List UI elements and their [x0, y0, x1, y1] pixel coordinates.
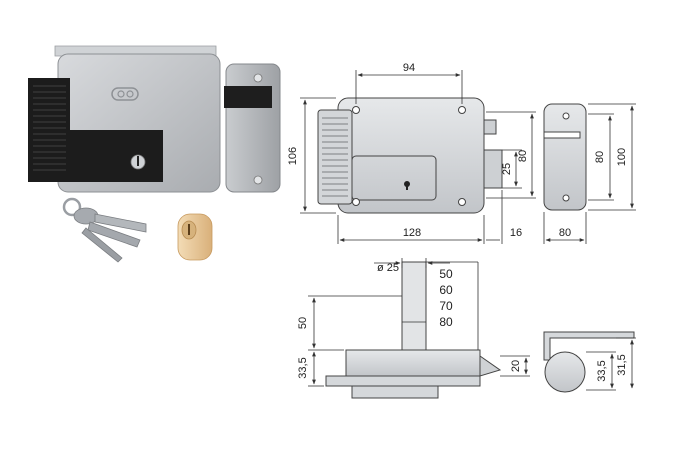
cylinder	[177, 213, 213, 261]
dim-cylinder-diameter: ø 25	[377, 262, 399, 274]
front-bolt	[483, 149, 503, 189]
dim-striker-width: 80	[559, 227, 571, 239]
keyhole-icon	[137, 156, 139, 166]
top-cylinder	[401, 261, 427, 351]
striker-plate	[225, 63, 281, 193]
dim-side-striker-inner: 33,5	[596, 360, 608, 381]
front-grille	[317, 109, 353, 205]
dim-front-height-left: 106	[287, 147, 299, 165]
dim-cylinder-length-2: 60	[439, 283, 453, 297]
striker-view-drawing: 80 100 80	[543, 103, 636, 244]
front-keyhole-slot	[406, 184, 408, 190]
front-screw-tr	[458, 106, 466, 114]
dim-top-base-left: 33,5	[297, 357, 309, 378]
side-striker-drawing: 33,5 31,5	[543, 331, 636, 393]
product-photo	[28, 45, 281, 263]
dim-front-width-bottom: 128	[403, 227, 421, 239]
dim-top-bolt-right: 20	[510, 360, 522, 372]
dim-side-striker-outer: 31,5	[616, 354, 628, 375]
dim-cylinder-length-1: 50	[439, 267, 453, 281]
dim-front-width-top: 94	[403, 62, 415, 74]
top-bolt	[479, 355, 502, 377]
top-view-drawing: ø 25 50 60 70 80 50 33,5 20	[297, 258, 530, 399]
dim-striker-inner: 80	[594, 151, 606, 163]
front-latch	[483, 119, 497, 135]
side-striker-bracket	[543, 331, 635, 361]
front-screw-br	[458, 198, 466, 206]
front-screw-tl	[352, 106, 360, 114]
striker-screw-bottom	[253, 175, 263, 185]
front-grille-ribs	[322, 117, 348, 197]
top-mount	[351, 385, 439, 399]
striker-screw-top	[253, 73, 263, 83]
striker-drawing-body	[543, 103, 587, 211]
front-key-panel	[351, 155, 437, 201]
dim-cylinder-length-4: 80	[439, 315, 453, 329]
dim-top-height-left: 50	[297, 317, 309, 329]
cisa-logo-icon	[111, 87, 139, 101]
striker-drawing-screw-top	[562, 112, 570, 120]
striker-drawing-slot	[543, 131, 581, 139]
dim-bolt-height: 25	[501, 163, 513, 175]
striker-latch	[224, 86, 272, 108]
striker-drawing-screw-bottom	[562, 194, 570, 202]
top-lock-body	[345, 349, 481, 377]
front-view-drawing: 94 106 128 16 25 80	[287, 62, 536, 244]
dim-striker-outer: 100	[616, 148, 628, 166]
dim-front-height-right: 80	[517, 150, 529, 162]
front-screw-bl	[352, 198, 360, 206]
side-striker-roller	[544, 351, 586, 393]
keys	[62, 197, 147, 263]
grille-ribs	[33, 85, 66, 171]
top-base-plate	[325, 375, 481, 387]
dim-cylinder-length-3: 70	[439, 299, 453, 313]
dim-bolt-projection: 16	[510, 227, 522, 239]
